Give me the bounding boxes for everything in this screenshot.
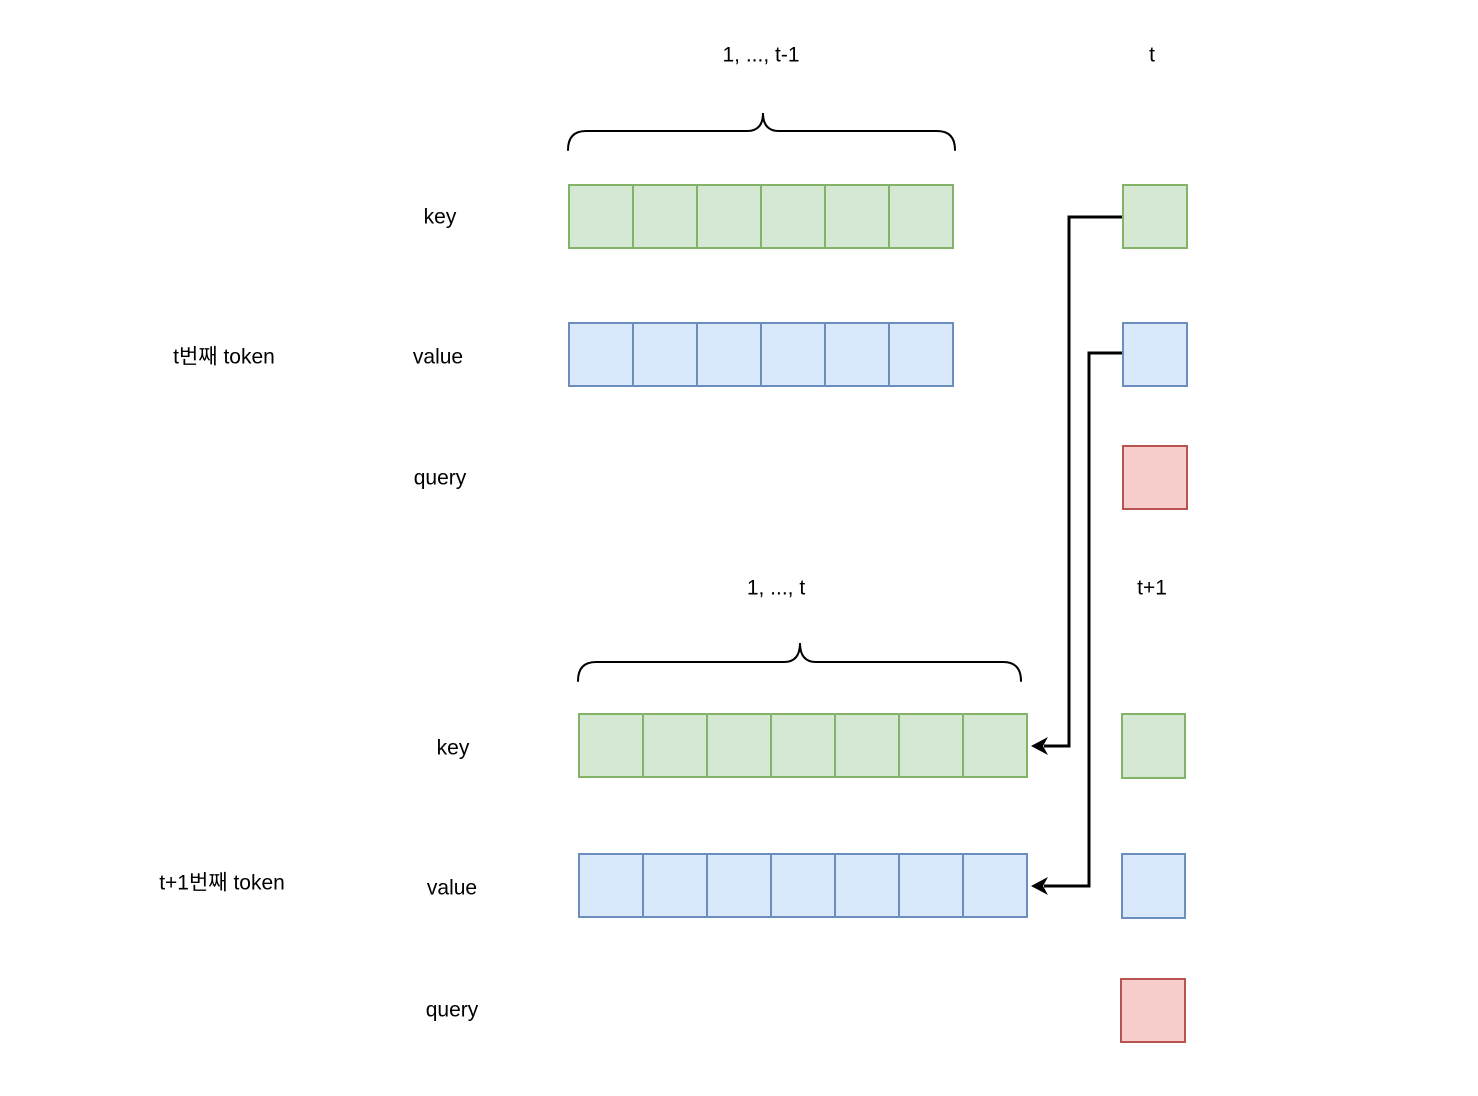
key-row-cached-t <box>568 184 954 249</box>
matrix-cell <box>770 713 836 778</box>
key-cell-current-t1 <box>1121 713 1186 779</box>
matrix-cell <box>578 853 644 918</box>
bottom-brace <box>577 642 1022 682</box>
matrix-cell <box>888 322 954 387</box>
matrix-cell <box>770 853 836 918</box>
matrix-cell <box>824 322 890 387</box>
key-cache-arrow <box>1044 215 1122 748</box>
value-row-label-t1: value <box>426 876 478 900</box>
matrix-cell <box>962 853 1028 918</box>
matrix-cell <box>760 322 826 387</box>
matrix-cell <box>632 322 698 387</box>
value-cell-current-t1 <box>1121 853 1186 919</box>
matrix-cell <box>696 184 762 249</box>
matrix-cell <box>568 322 634 387</box>
matrix-cell <box>898 713 964 778</box>
matrix-cell <box>834 853 900 918</box>
matrix-cell <box>824 184 890 249</box>
key-row-label-t1: key <box>436 736 470 760</box>
matrix-cell <box>578 713 644 778</box>
matrix-cell <box>760 184 826 249</box>
matrix-cell <box>706 713 772 778</box>
key-cell-current-t <box>1122 184 1188 249</box>
matrix-cell <box>706 853 772 918</box>
value-cell-current-t <box>1122 322 1188 387</box>
key-cache-arrowhead <box>1031 737 1048 755</box>
value-cache-arrow <box>1044 351 1122 888</box>
matrix-cell <box>568 184 634 249</box>
matrix-cell <box>888 184 954 249</box>
value-row-cached-t1 <box>578 853 1028 918</box>
matrix-cell <box>696 322 762 387</box>
query-cell-current-t <box>1122 445 1188 510</box>
matrix-cell <box>834 713 900 778</box>
matrix-cell <box>962 713 1028 778</box>
token-label-t1: t+1번째 token <box>159 871 285 895</box>
key-row-label-t: key <box>423 205 457 229</box>
top-brace <box>567 112 956 151</box>
query-cell-current-t1 <box>1120 978 1186 1043</box>
value-cache-arrowhead <box>1031 877 1048 895</box>
query-row-label-t: query <box>413 466 467 490</box>
matrix-cell <box>642 853 708 918</box>
value-row-cached-t <box>568 322 954 387</box>
query-row-label-t1: query <box>425 998 479 1022</box>
current-index-label-t1: t+1 <box>1137 576 1167 600</box>
token-label-t: t번째 token <box>173 345 275 369</box>
matrix-cell <box>642 713 708 778</box>
key-row-cached-t1 <box>578 713 1028 778</box>
current-index-label-t: t <box>1149 43 1155 67</box>
range-label-t1: 1, ..., t <box>746 576 806 600</box>
matrix-cell <box>632 184 698 249</box>
range-label-t: 1, ..., t-1 <box>722 43 800 67</box>
value-row-label-t: value <box>412 345 464 369</box>
matrix-cell <box>898 853 964 918</box>
